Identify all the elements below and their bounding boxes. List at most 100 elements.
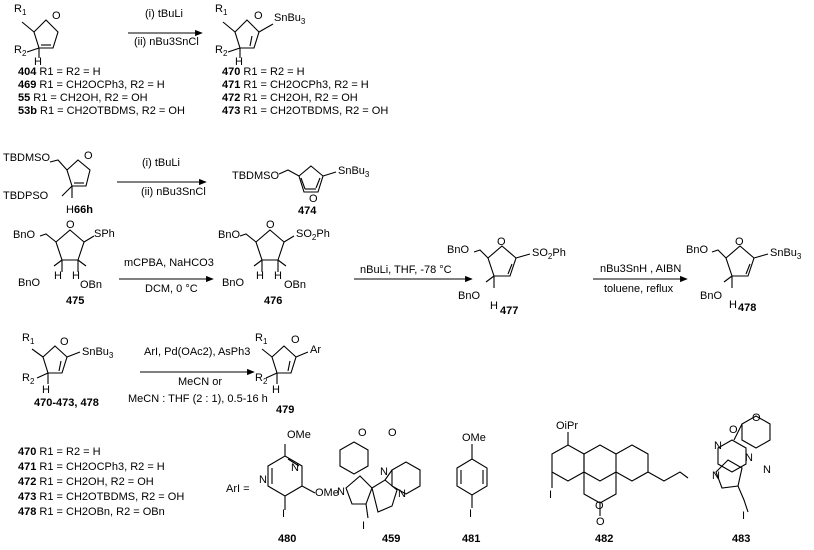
s3-label-477: 477 [500,305,519,317]
compound-substituents: R1 = R2 = H [243,66,305,78]
compound-substituents: R1 = CH2OCPh3, R2 = H [39,79,165,91]
s1-sm-r1-label: R1 [14,3,27,18]
ari-label: ArI = [226,483,250,495]
compound-id: 471 [18,461,40,473]
s1-reagent-2: (ii) nBu3SnCl [134,36,199,48]
compound-id: 53b [18,105,41,117]
s1-prod-h-atom: H [235,56,243,68]
s4-reagent-1: ArI, Pd(OAc2), AsPh3 [144,346,251,358]
aryl-label-480: 480 [278,533,297,545]
s4-prod-o: O [291,334,300,346]
s3-477-h: H [490,300,498,312]
s3-475-h1: H [54,270,62,282]
s1-starting-item: 404 R1 = R2 = H [18,66,101,79]
s2-reagent-1: (i) tBuLi [142,157,180,169]
s1-sm-o-atom: O [52,10,61,22]
479-structure [261,345,309,384]
481-iodine: I [469,508,473,520]
compound-id: 404 [18,66,40,78]
459-o-thp: O [358,427,367,439]
477-structure [473,245,531,288]
483-n1: N [714,440,722,452]
s3-475-h2: H [72,270,80,282]
459-structure [339,441,421,519]
s1-product-item: 470 R1 = R2 = H [222,66,305,79]
483-o-link: O [729,424,738,436]
s4-product-label: 479 [276,404,295,416]
s4-item: 470 R1 = R2 = H [18,446,101,459]
s1-prod-o-atom: O [254,10,263,22]
483-n4: N [763,464,771,476]
stannyl-product-structure [222,19,274,58]
66h-structure [49,159,91,198]
s4-sm-r2: R2 [22,372,35,387]
compound-substituents: R1 = CH2OBn, R2 = OBn [39,506,165,518]
480-n1: N [291,462,299,474]
s1-product-item: 472 R1 = CH2OH, R2 = OH [222,92,358,105]
aryl-label-483: 483 [732,533,751,545]
s2-prod-tbdmso: TBDMSO [232,170,280,182]
compound-id: 478 [18,506,40,518]
s2-sm-label: 66h [74,204,93,216]
s4-prod-r1: R1 [255,332,268,347]
482-oipr: OiPr [556,420,578,432]
s4-sm-snbu3: SnBu3 [82,346,114,361]
475-structure [39,229,95,272]
compound-id: 473 [18,491,40,503]
s2-prod-o-atom: O [309,193,318,205]
s1-starting-item: 55 R1 = CH2OH, R2 = OH [18,92,148,105]
s3-477-bno-2: BnO [458,290,481,302]
482-iodine: I [549,489,553,501]
s4-item: 472 R1 = CH2OH, R2 = OH [18,476,154,489]
s2-tbdpso-label: TBDPSO [3,190,49,202]
s3-476-h2: H [274,270,282,282]
s1-prod-snbu3: SnBu3 [274,12,306,27]
s4-sm-r1: R1 [22,332,35,347]
compound-substituents: R1 = CH2OH, R2 = OH [33,92,148,104]
compound-substituents: R1 = CH2OCPh3, R2 = H [39,461,165,473]
s4-item: 473 R1 = CH2OTBDMS, R2 = OH [18,491,184,504]
compound-id: 55 [18,92,34,104]
compound-id: 472 [222,92,244,104]
compound-id: 473 [222,105,244,117]
476-structure [239,229,295,272]
compound-id: 469 [18,79,40,91]
s3-478-bno: BnO [686,244,709,256]
aryl-label-481: 481 [462,533,481,545]
s3-475-sph: SPh [94,228,115,240]
459-n1: N [337,486,345,498]
s3-step1-top: mCPBA, NaHCO3 [124,257,214,269]
s3-475-bno-2: BnO [18,277,41,289]
s4-prod-h: H [272,384,280,396]
480-ome-side: OMe [315,487,339,499]
s4-item: 478 R1 = CH2OBn, R2 = OBn [18,506,165,519]
s3-475-o: O [66,219,75,231]
s3-476-bno-2: BnO [222,277,245,289]
s3-step3-top: nBu3SnH , AIBN [600,263,682,275]
compound-id: 470 [18,446,40,458]
s4-prod-ar: Ar [310,344,321,356]
s4-item: 471 R1 = CH2OCPh3, R2 = H [18,461,165,474]
s3-478-snbu3: SnBu3 [770,247,802,262]
scheme1 [21,19,274,58]
s4-reagent-2: MeCN or [178,376,223,388]
s4-sm-o: O [60,336,69,348]
s2-tbdmso-label: TBDMSO [3,152,51,164]
481-ome: OMe [462,432,486,444]
480-n2: N [259,474,267,486]
compound-substituents: R1 = R2 = H [39,446,101,458]
scheme3 [39,229,769,288]
s4-reagent-3: MeCN : THF (2 : 1), 0.5-16 h [128,393,268,405]
s3-476-obn: OBn [284,279,307,291]
s3-477-bno: BnO [447,244,470,256]
compound-id: 471 [222,79,244,91]
s1-starting-item: 469 R1 = CH2OCPh3, R2 = H [18,79,165,92]
s1-sm-h-atom: H [34,56,42,68]
483-structure [715,415,771,513]
s3-step2-top: nBuLi, THF, -78 °C [360,264,452,276]
459-n3: N [398,488,406,500]
scheme4 [31,345,771,519]
s4-sm-h: H [42,384,50,396]
scheme2 [49,159,337,198]
compound-substituents: R1 = CH2OTBDMS, R2 = OH [243,105,389,117]
